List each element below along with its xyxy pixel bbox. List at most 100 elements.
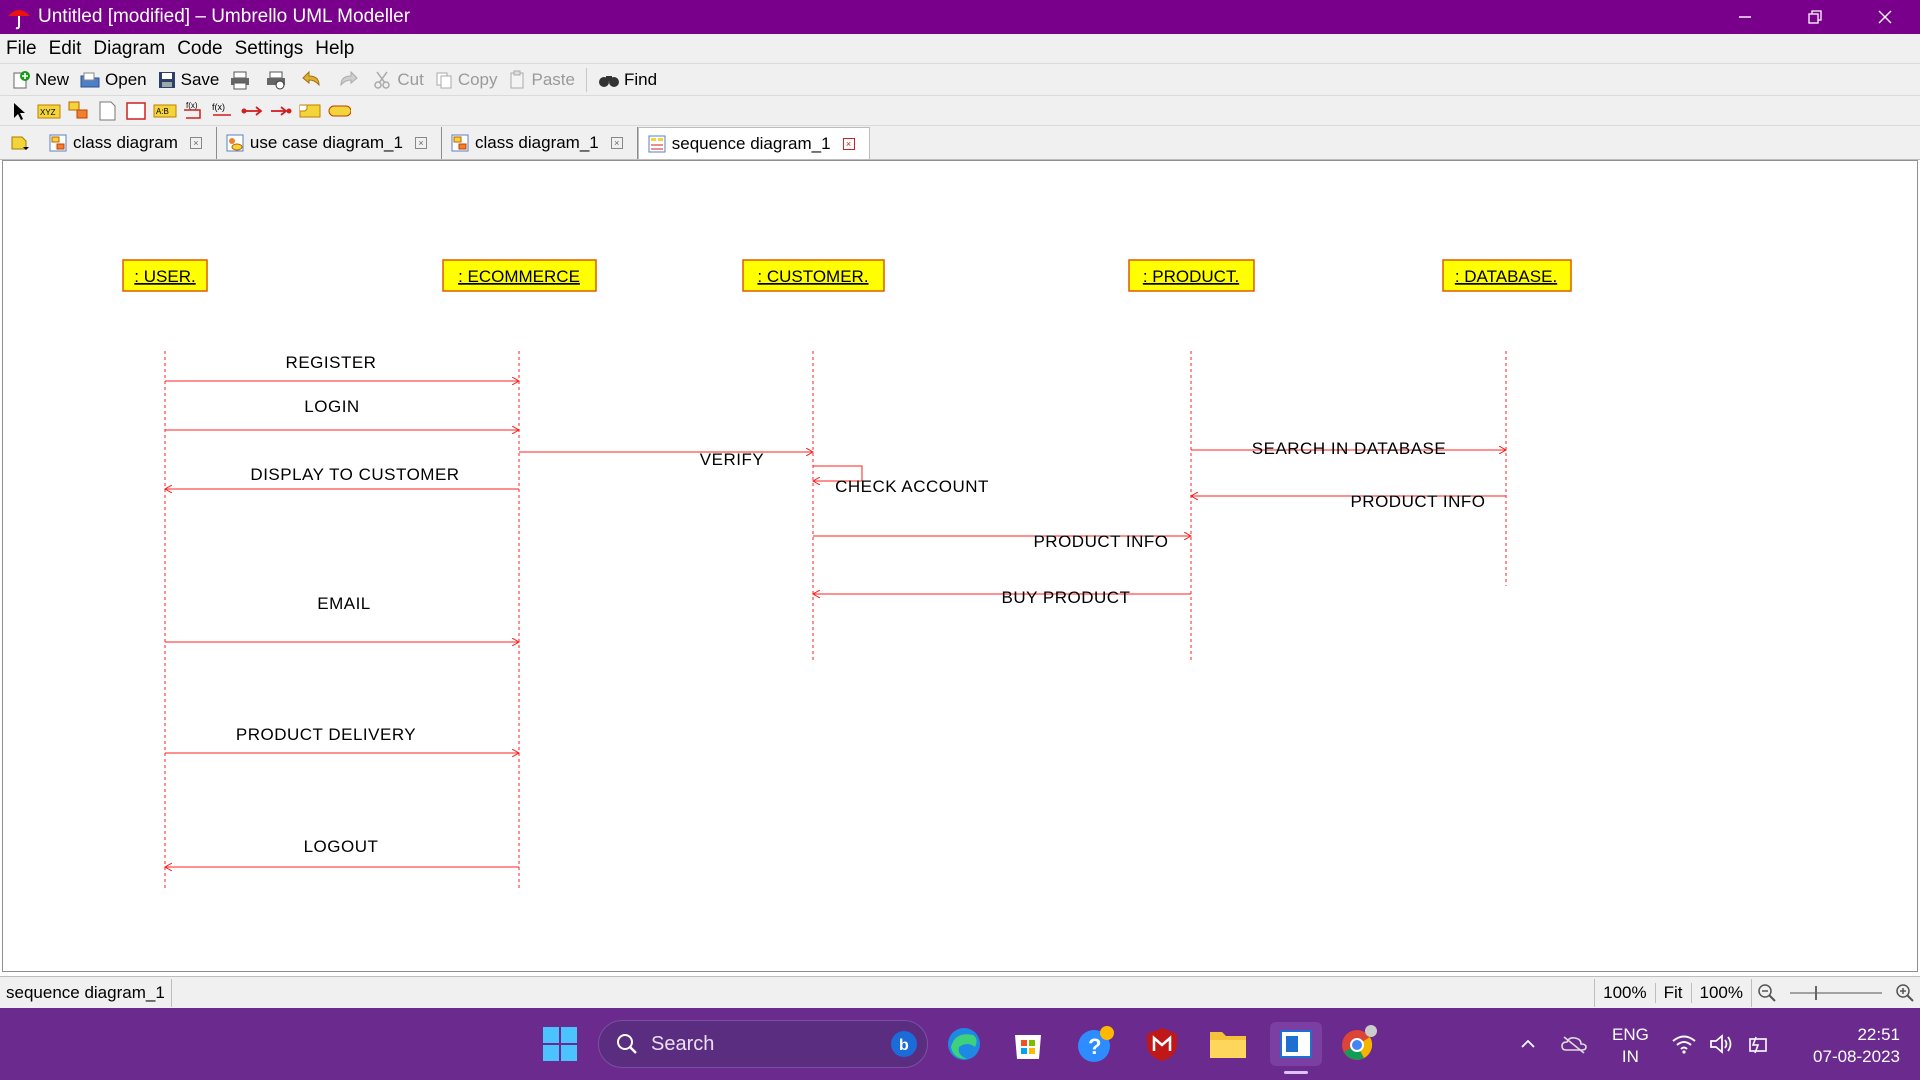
tab-sequence-diagram-1[interactable]: sequence diagram_1 × bbox=[637, 127, 870, 159]
box-tool[interactable] bbox=[124, 99, 148, 123]
tab-close-icon[interactable]: × bbox=[189, 137, 202, 149]
toolbar-separator bbox=[586, 67, 587, 92]
combined-fragment-tool[interactable] bbox=[298, 99, 322, 123]
message-product-delivery[interactable]: PRODUCT DELIVERY bbox=[165, 725, 519, 753]
self-message-icon: f(x) bbox=[184, 101, 201, 119]
taskbar-chrome[interactable] bbox=[1336, 1022, 1380, 1066]
redo-icon bbox=[340, 70, 359, 86]
taskbar-edge[interactable] bbox=[942, 1022, 986, 1066]
menu-code[interactable]: Code bbox=[177, 37, 223, 59]
taskbar-umbrello-active[interactable] bbox=[1270, 1022, 1322, 1074]
message-check-account[interactable]: CHECK ACCOUNT bbox=[813, 465, 989, 496]
search-icon bbox=[617, 1034, 637, 1054]
cut-button[interactable]: Cut bbox=[368, 66, 428, 94]
status-diagram-name: sequence diagram_1 bbox=[0, 978, 172, 1007]
redo-button[interactable] bbox=[332, 66, 368, 94]
undo-icon bbox=[302, 70, 320, 86]
status-spacer bbox=[962, 978, 1596, 1007]
print-preview-button[interactable] bbox=[260, 66, 296, 94]
text-line-tool[interactable]: A:B bbox=[153, 99, 177, 123]
message-login[interactable]: LOGIN bbox=[165, 397, 519, 430]
new-diagram-menu-button[interactable] bbox=[0, 127, 40, 159]
paste-button[interactable]: Paste bbox=[503, 66, 580, 94]
taskbar-mcafee[interactable] bbox=[1140, 1022, 1184, 1066]
zoom-reset-button[interactable]: 100% bbox=[1699, 982, 1743, 1002]
find-label: Find bbox=[624, 69, 658, 89]
minimize-button[interactable] bbox=[1710, 0, 1780, 34]
object-user[interactable]: : USER. bbox=[122, 259, 208, 292]
message-product-info-return[interactable]: PRODUCT INFO bbox=[1191, 492, 1506, 511]
fit-button[interactable]: Fit bbox=[1654, 982, 1692, 1003]
svg-text:LOGOUT: LOGOUT bbox=[304, 837, 379, 856]
message-logout[interactable]: LOGOUT bbox=[165, 837, 519, 867]
note-tool[interactable] bbox=[95, 99, 119, 123]
tab-close-icon[interactable]: × bbox=[610, 137, 623, 149]
tray-onedrive[interactable] bbox=[1552, 1022, 1596, 1066]
new-button[interactable]: New bbox=[6, 66, 74, 94]
taskbar-store[interactable] bbox=[1006, 1022, 1050, 1066]
class-tool[interactable] bbox=[66, 99, 90, 123]
tray-clock[interactable]: 22:51 07-08-2023 bbox=[1790, 1024, 1900, 1068]
select-tool[interactable] bbox=[8, 99, 32, 123]
tab-class-diagram[interactable]: class diagram × bbox=[40, 127, 217, 159]
paste-label: Paste bbox=[531, 69, 575, 89]
menu-edit[interactable]: Edit bbox=[48, 37, 82, 59]
sync-message-tool[interactable]: f(x) bbox=[211, 99, 235, 123]
tray-language[interactable]: ENG IN bbox=[1612, 1024, 1649, 1068]
state-tool[interactable] bbox=[327, 99, 351, 123]
taskbar-file-explorer[interactable] bbox=[1206, 1022, 1250, 1066]
message-buy-product[interactable]: BUY PRODUCT bbox=[813, 588, 1191, 607]
undo-button[interactable] bbox=[296, 66, 332, 94]
message-email[interactable]: EMAIL bbox=[165, 594, 519, 642]
taskbar-search-box[interactable]: Search b bbox=[598, 1020, 928, 1068]
message-arrow-icon bbox=[241, 105, 263, 116]
zoom-in-button[interactable] bbox=[1890, 982, 1920, 1004]
message-product-info[interactable]: PRODUCT INFO bbox=[813, 532, 1191, 551]
svg-text:: ECOMMERCE: : ECOMMERCE bbox=[458, 267, 580, 286]
box-icon bbox=[126, 101, 146, 120]
tray-show-hidden-icons[interactable] bbox=[1506, 1022, 1550, 1066]
object-ecommerce[interactable]: : ECOMMERCE bbox=[442, 259, 597, 292]
object-database[interactable]: : DATABASE. bbox=[1442, 259, 1572, 292]
wifi-icon bbox=[1672, 1035, 1696, 1054]
save-button[interactable]: Save bbox=[152, 66, 225, 94]
tab-label: use case diagram_1 bbox=[249, 133, 403, 152]
message-search-in-database[interactable]: SEARCH IN DATABASE bbox=[1191, 439, 1506, 458]
close-button[interactable] bbox=[1850, 0, 1920, 34]
self-message-tool[interactable]: f(x) bbox=[182, 99, 206, 123]
start-button[interactable] bbox=[538, 1022, 582, 1066]
message-display-to-customer[interactable]: DISPLAY TO CUSTOMER bbox=[165, 465, 519, 489]
diagram-canvas[interactable]: : USER. : ECOMMERCE : CUSTOMER. : PRODUC… bbox=[2, 160, 1918, 972]
language-code: ENG bbox=[1612, 1025, 1649, 1044]
svg-text:A:B: A:B bbox=[156, 107, 169, 116]
tab-close-icon[interactable]: × bbox=[842, 137, 855, 150]
print-button[interactable] bbox=[224, 66, 260, 94]
svg-text:REGISTER: REGISTER bbox=[286, 353, 377, 372]
object-tool[interactable]: XYZ bbox=[37, 99, 61, 123]
copy-button[interactable]: Copy bbox=[429, 66, 503, 94]
restore-button[interactable] bbox=[1780, 0, 1850, 34]
find-button[interactable]: Find bbox=[593, 66, 662, 94]
menu-help[interactable]: Help bbox=[315, 37, 355, 59]
tab-class-diagram-1[interactable]: class diagram_1 × bbox=[442, 127, 638, 159]
menu-file[interactable]: File bbox=[6, 37, 37, 59]
taskbar-get-help[interactable]: ? bbox=[1074, 1022, 1118, 1066]
object-product[interactable]: : PRODUCT. bbox=[1128, 259, 1255, 292]
tray-system-icons[interactable] bbox=[1666, 1022, 1776, 1066]
tab-close-icon[interactable]: × bbox=[414, 137, 427, 149]
svg-text:: USER.: : USER. bbox=[134, 267, 195, 286]
message-register[interactable]: REGISTER bbox=[165, 353, 519, 381]
copy-label: Copy bbox=[457, 69, 498, 89]
menu-diagram[interactable]: Diagram bbox=[93, 37, 166, 59]
open-button[interactable]: Open bbox=[74, 66, 152, 94]
message-verify[interactable]: VERIFY bbox=[519, 450, 813, 469]
zoom-out-button[interactable] bbox=[1751, 978, 1782, 1007]
async-message-tool[interactable] bbox=[240, 99, 264, 123]
lost-message-tool[interactable] bbox=[269, 99, 293, 123]
object-customer[interactable]: : CUSTOMER. bbox=[742, 259, 885, 292]
zoom-slider[interactable] bbox=[1786, 983, 1886, 1003]
sequence-diagram[interactable]: : USER. : ECOMMERCE : CUSTOMER. : PRODUC… bbox=[3, 161, 1918, 972]
menu-settings[interactable]: Settings bbox=[234, 37, 304, 59]
tab-use-case-diagram-1[interactable]: use case diagram_1 × bbox=[217, 127, 442, 159]
menu-bar: File Edit Diagram Code Settings Help bbox=[0, 34, 1920, 64]
